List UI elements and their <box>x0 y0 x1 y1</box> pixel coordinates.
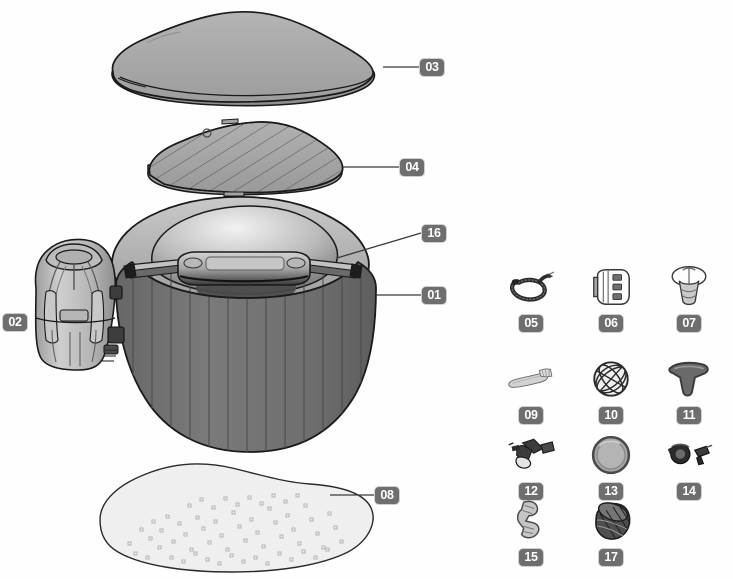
part-cell-12[interactable]: 12 <box>492 430 570 501</box>
valve-pair-icon <box>650 430 728 482</box>
part-top-cover <box>111 11 376 107</box>
part-cell-15[interactable]: 15 <box>492 496 570 567</box>
part-handle-rail <box>123 251 363 286</box>
callout-badge-08[interactable]: 08 <box>374 486 400 505</box>
part-cell-14[interactable]: 14 <box>650 430 728 501</box>
callout-badge-04[interactable]: 04 <box>399 158 425 177</box>
clamp-fitting-icon <box>492 430 570 482</box>
part-cell-06[interactable]: 06 <box>572 262 650 333</box>
callout-badge-02[interactable]: 02 <box>2 313 28 332</box>
small-cone-icon <box>650 354 728 406</box>
part-badge-05[interactable]: 05 <box>518 314 544 333</box>
part-badge-06[interactable]: 06 <box>598 314 624 333</box>
part-badge-10[interactable]: 10 <box>598 406 624 425</box>
filter-housing-icon <box>572 262 650 314</box>
pump-control-panel <box>59 309 89 322</box>
mesh-ball-icon <box>572 354 650 406</box>
part-ground-cloth <box>99 463 374 573</box>
callout-badge-03[interactable]: 03 <box>419 58 445 77</box>
part-cell-09[interactable]: 09 <box>492 354 570 425</box>
part-cell-05[interactable]: 05 <box>492 262 570 333</box>
part-badge-07[interactable]: 07 <box>676 314 702 333</box>
part-spa-body <box>111 196 377 453</box>
callout-badge-01[interactable]: 01 <box>421 286 447 305</box>
part-badge-13[interactable]: 13 <box>598 482 624 501</box>
part-badge-17[interactable]: 17 <box>598 548 624 567</box>
coiled-hose-icon <box>492 262 570 314</box>
pump-connectors <box>102 285 125 362</box>
part-inflatable-lid <box>147 118 344 197</box>
bracket-clip-icon <box>492 496 570 548</box>
callout-leader-lines <box>330 66 422 496</box>
round-gasket-icon <box>572 430 650 482</box>
callout-badge-16[interactable]: 16 <box>421 224 447 243</box>
part-badge-11[interactable]: 11 <box>676 406 702 425</box>
brush-tool-icon <box>492 354 570 406</box>
filter-cartridge-icon <box>572 496 650 548</box>
part-badge-14[interactable]: 14 <box>676 482 702 501</box>
part-cell-17[interactable]: 17 <box>572 496 650 567</box>
ground-cloth-texture <box>127 493 344 566</box>
mushroom-valve-icon <box>650 262 728 314</box>
part-badge-09[interactable]: 09 <box>518 406 544 425</box>
part-cell-13[interactable]: 13 <box>572 430 650 501</box>
part-pump-unit <box>34 238 125 371</box>
part-badge-12[interactable]: 12 <box>518 482 544 501</box>
part-badge-15[interactable]: 15 <box>518 548 544 567</box>
parts-grid: 05 06 07 09 10 11 12 13 14 15 17 <box>492 262 733 572</box>
part-cell-11[interactable]: 11 <box>650 354 728 425</box>
part-cell-10[interactable]: 10 <box>572 354 650 425</box>
part-cell-07[interactable]: 07 <box>650 262 728 333</box>
lid-valve-icon <box>202 128 212 138</box>
leader-line-16 <box>336 232 422 259</box>
